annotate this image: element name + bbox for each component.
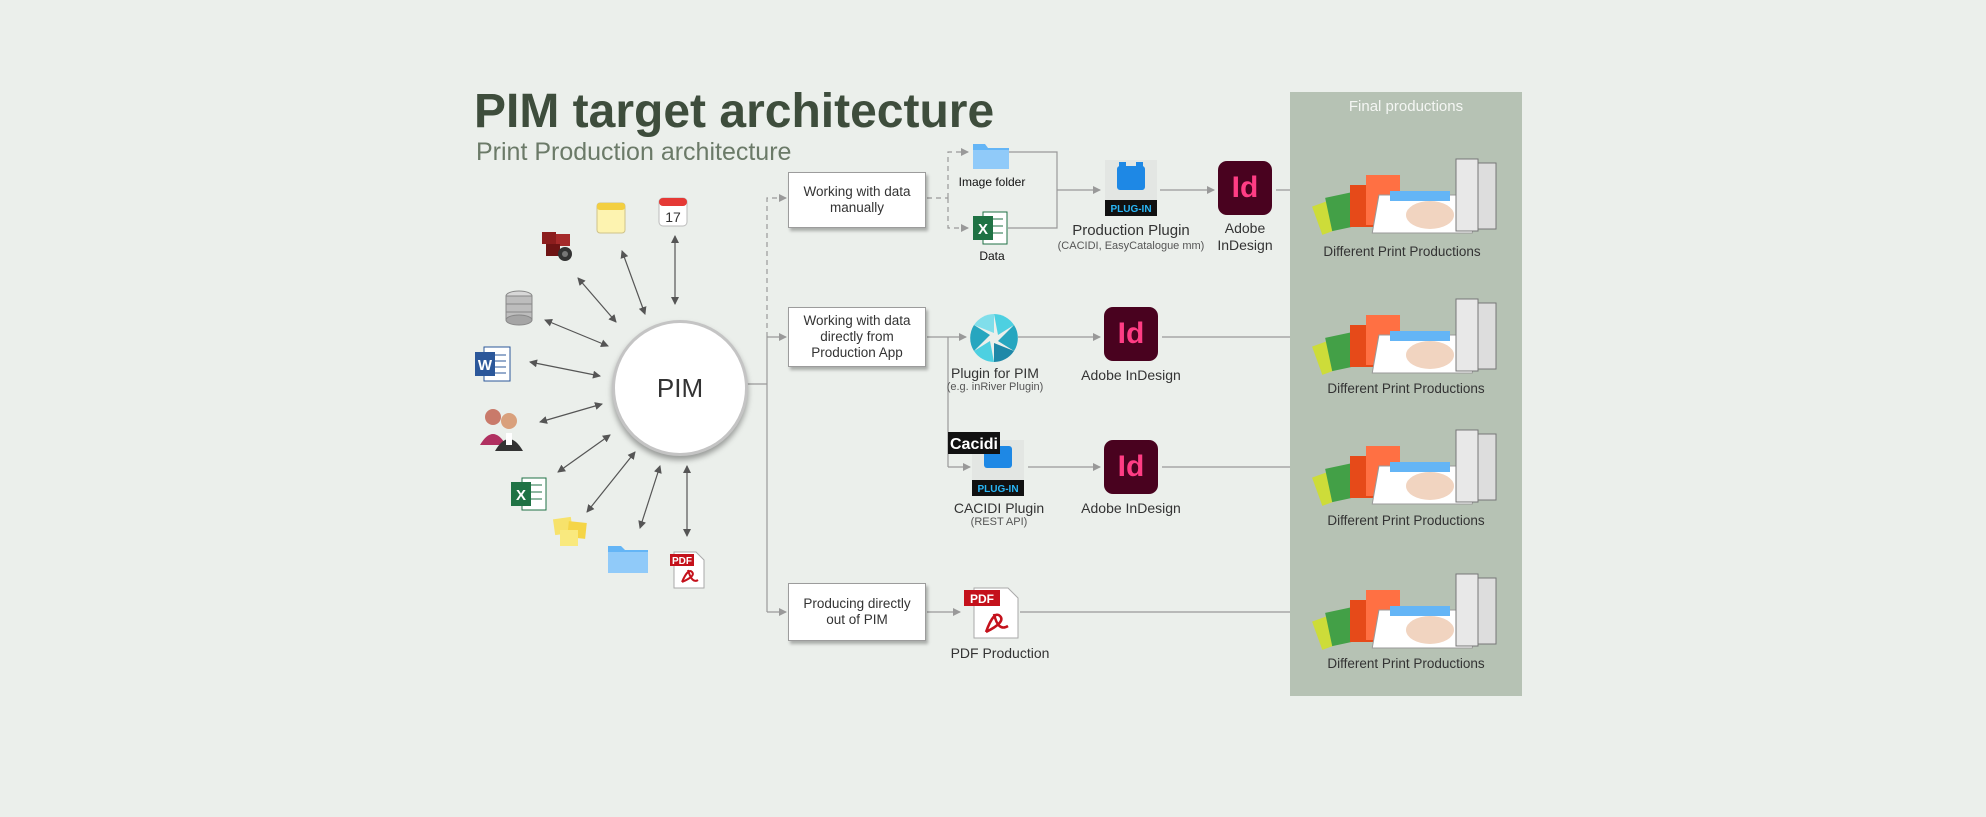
row2-lines (927, 333, 1306, 471)
page-subtitle: Print Production architecture (476, 138, 792, 166)
print-productions-label-1: Different Print Productions (1323, 244, 1481, 259)
indesign-glyph-2: Id (1117, 317, 1145, 350)
image-folder-icon (972, 140, 1010, 170)
sticky-notes-icon (552, 514, 590, 548)
cacidi-text: Cacidi (950, 436, 998, 453)
production-plugin-icon: PLUG-IN (1105, 160, 1157, 216)
database-icon (504, 290, 534, 326)
plugin-for-pim-label: Plugin for PIM (951, 365, 1039, 381)
svg-text:W: W (478, 357, 493, 374)
cacidi-plugin-label: CACIDI Plugin (953, 500, 1045, 516)
plugin-text: PLUG-IN (1110, 204, 1151, 215)
print-productions-image-2 (1310, 295, 1506, 379)
print-productions-label-4: Different Print Productions (1327, 656, 1485, 671)
word-icon: W (474, 345, 512, 383)
adobe-indesign-label-2: Adobe InDesign (1081, 367, 1181, 383)
adobe-indesign-icon: Id (1218, 161, 1272, 215)
final-productions-label: Final productions (1348, 98, 1464, 115)
pdf-production-text: PDF (970, 592, 994, 606)
indesign-glyph-3: Id (1117, 450, 1145, 483)
excel-icon: X (510, 476, 548, 512)
print-productions-image-3 (1310, 426, 1506, 510)
calendar-icon: 17 (658, 196, 688, 228)
process-box-direct-pim-label: Producing directly out of PIM (803, 596, 911, 627)
calendar-day: 17 (665, 209, 681, 225)
plugin-text-2: PLUG-IN (977, 484, 1018, 495)
cacidi-plugin-icon: PLUG-IN Cacidi (948, 430, 1028, 496)
print-productions-image (1310, 155, 1506, 239)
photos-icon (540, 230, 574, 262)
data-label: Data (979, 249, 1005, 263)
process-box-direct-pim: Producing directly out of PIM (788, 583, 926, 641)
print-productions-label-3: Different Print Productions (1327, 513, 1485, 528)
process-box-production-app-label: Working with data directly from Producti… (803, 313, 911, 360)
plugin-for-pim-sub: (e.g. inRiver Plugin) (946, 381, 1044, 393)
print-productions-label-2: Different Print Productions (1327, 381, 1485, 396)
pim-spokes (529, 235, 691, 537)
pim-node: PIM (612, 320, 748, 456)
adobe-indesign-icon-2: Id (1104, 307, 1158, 361)
image-folder-label: Image folder (958, 175, 1026, 189)
data-excel-icon: X (972, 210, 1008, 246)
adobe-indesign-label-3: Adobe InDesign (1081, 500, 1181, 516)
print-productions-image-4 (1310, 570, 1506, 654)
pdf-production-label: PDF Production (950, 645, 1050, 661)
pdf-icon-text: PDF (672, 556, 692, 567)
users-icon (477, 405, 527, 451)
process-box-manual: Working with data manually (788, 172, 926, 228)
plugin-for-pim-icon (968, 312, 1020, 364)
indesign-glyph: Id (1231, 171, 1259, 204)
pdf-icon: PDF (668, 550, 706, 590)
process-box-manual-label: Working with data manually (803, 184, 911, 215)
folder-icon (607, 540, 649, 574)
production-plugin-label: Production Plugin (1072, 222, 1190, 239)
cacidi-plugin-sub: (REST API) (970, 516, 1028, 528)
notes-icon (594, 200, 628, 236)
page-title: PIM target architecture (474, 85, 995, 138)
svg-text:X: X (516, 487, 526, 504)
adobe-indesign-label: Adobe InDesign (1217, 220, 1273, 253)
process-box-production-app: Working with data directly from Producti… (788, 307, 926, 367)
adobe-indesign-icon-3: Id (1104, 440, 1158, 494)
production-plugin-sub: (CACIDI, EasyCatalogue mm) (1057, 240, 1205, 252)
svg-text:X: X (978, 221, 988, 238)
pim-to-process (745, 194, 787, 616)
pdf-production-icon: PDF (962, 586, 1020, 640)
pim-label: PIM (656, 372, 704, 403)
